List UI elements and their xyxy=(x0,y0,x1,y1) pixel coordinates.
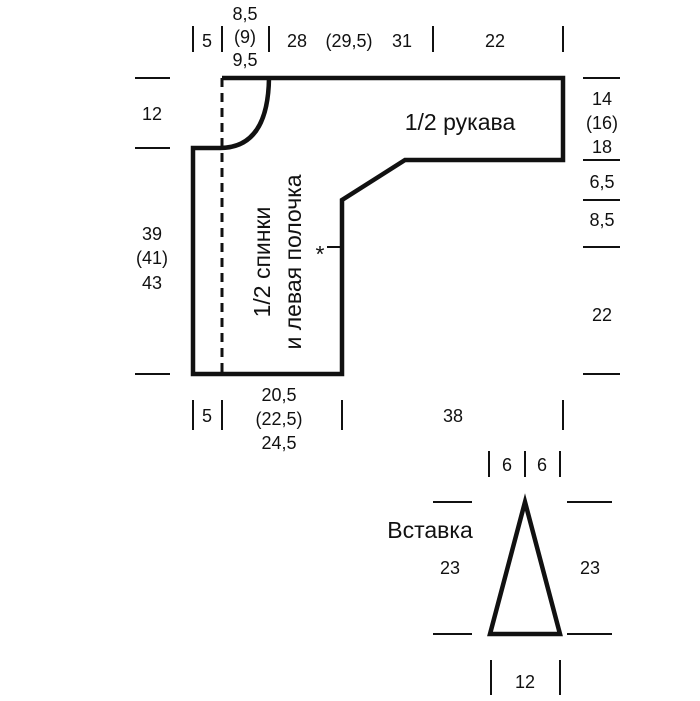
top-dim-5: 5 xyxy=(202,31,212,51)
top-dim-29-5: (29,5) xyxy=(325,31,372,51)
left-dimension-ticks xyxy=(135,77,170,375)
back-label-group: 1/2 спинки и левая полочка xyxy=(249,174,306,349)
insert-right-dim: 23 xyxy=(580,558,600,578)
right-dim-8-5: 8,5 xyxy=(589,210,614,230)
left-dim-43: 43 xyxy=(142,273,162,293)
bottom-dimension-ticks xyxy=(192,400,564,430)
left-dim-12: 12 xyxy=(142,104,162,124)
back-label-line2: и левая полочка xyxy=(280,174,306,349)
marker-asterisk: * xyxy=(316,241,325,267)
right-dim-14: 14 xyxy=(592,89,612,109)
bottom-dim-5: 5 xyxy=(202,406,212,426)
top-dim-9: (9) xyxy=(234,27,256,47)
top-dim-8-5: 8,5 xyxy=(232,4,257,24)
bottom-dim-24-5: 24,5 xyxy=(261,433,296,453)
insert-top-ticks xyxy=(488,451,561,477)
main-pattern-outline xyxy=(190,75,566,377)
insert-top-left-dim: 6 xyxy=(502,455,512,475)
top-dim-31: 31 xyxy=(392,31,412,51)
bottom-dim-38: 38 xyxy=(443,406,463,426)
right-dim-16: (16) xyxy=(586,113,618,133)
top-dimension-ticks xyxy=(192,26,564,52)
insert-left-dim: 23 xyxy=(440,558,460,578)
left-dim-41: (41) xyxy=(136,248,168,268)
right-dim-18: 18 xyxy=(592,137,612,157)
right-dim-22: 22 xyxy=(592,305,612,325)
top-dim-9-5: 9,5 xyxy=(232,50,257,70)
back-label-line1: 1/2 спинки xyxy=(249,207,275,318)
top-dim-22: 22 xyxy=(485,31,505,51)
right-dimension-ticks xyxy=(583,77,620,375)
insert-bottom-dim: 12 xyxy=(515,672,535,692)
left-dim-39: 39 xyxy=(142,224,162,244)
insert-top-right-dim: 6 xyxy=(537,455,547,475)
top-dim-28: 28 xyxy=(287,31,307,51)
insert-triangle xyxy=(487,493,563,637)
sleeve-label: 1/2 рукава xyxy=(405,109,516,135)
insert-bottom-ticks xyxy=(490,660,561,695)
right-dim-6-5: 6,5 xyxy=(589,172,614,192)
insert-title: Вставка xyxy=(387,517,473,543)
bottom-dim-20-5: 20,5 xyxy=(261,385,296,405)
insert-side-ticks xyxy=(433,501,612,635)
bottom-dim-22-5: (22,5) xyxy=(255,409,302,429)
